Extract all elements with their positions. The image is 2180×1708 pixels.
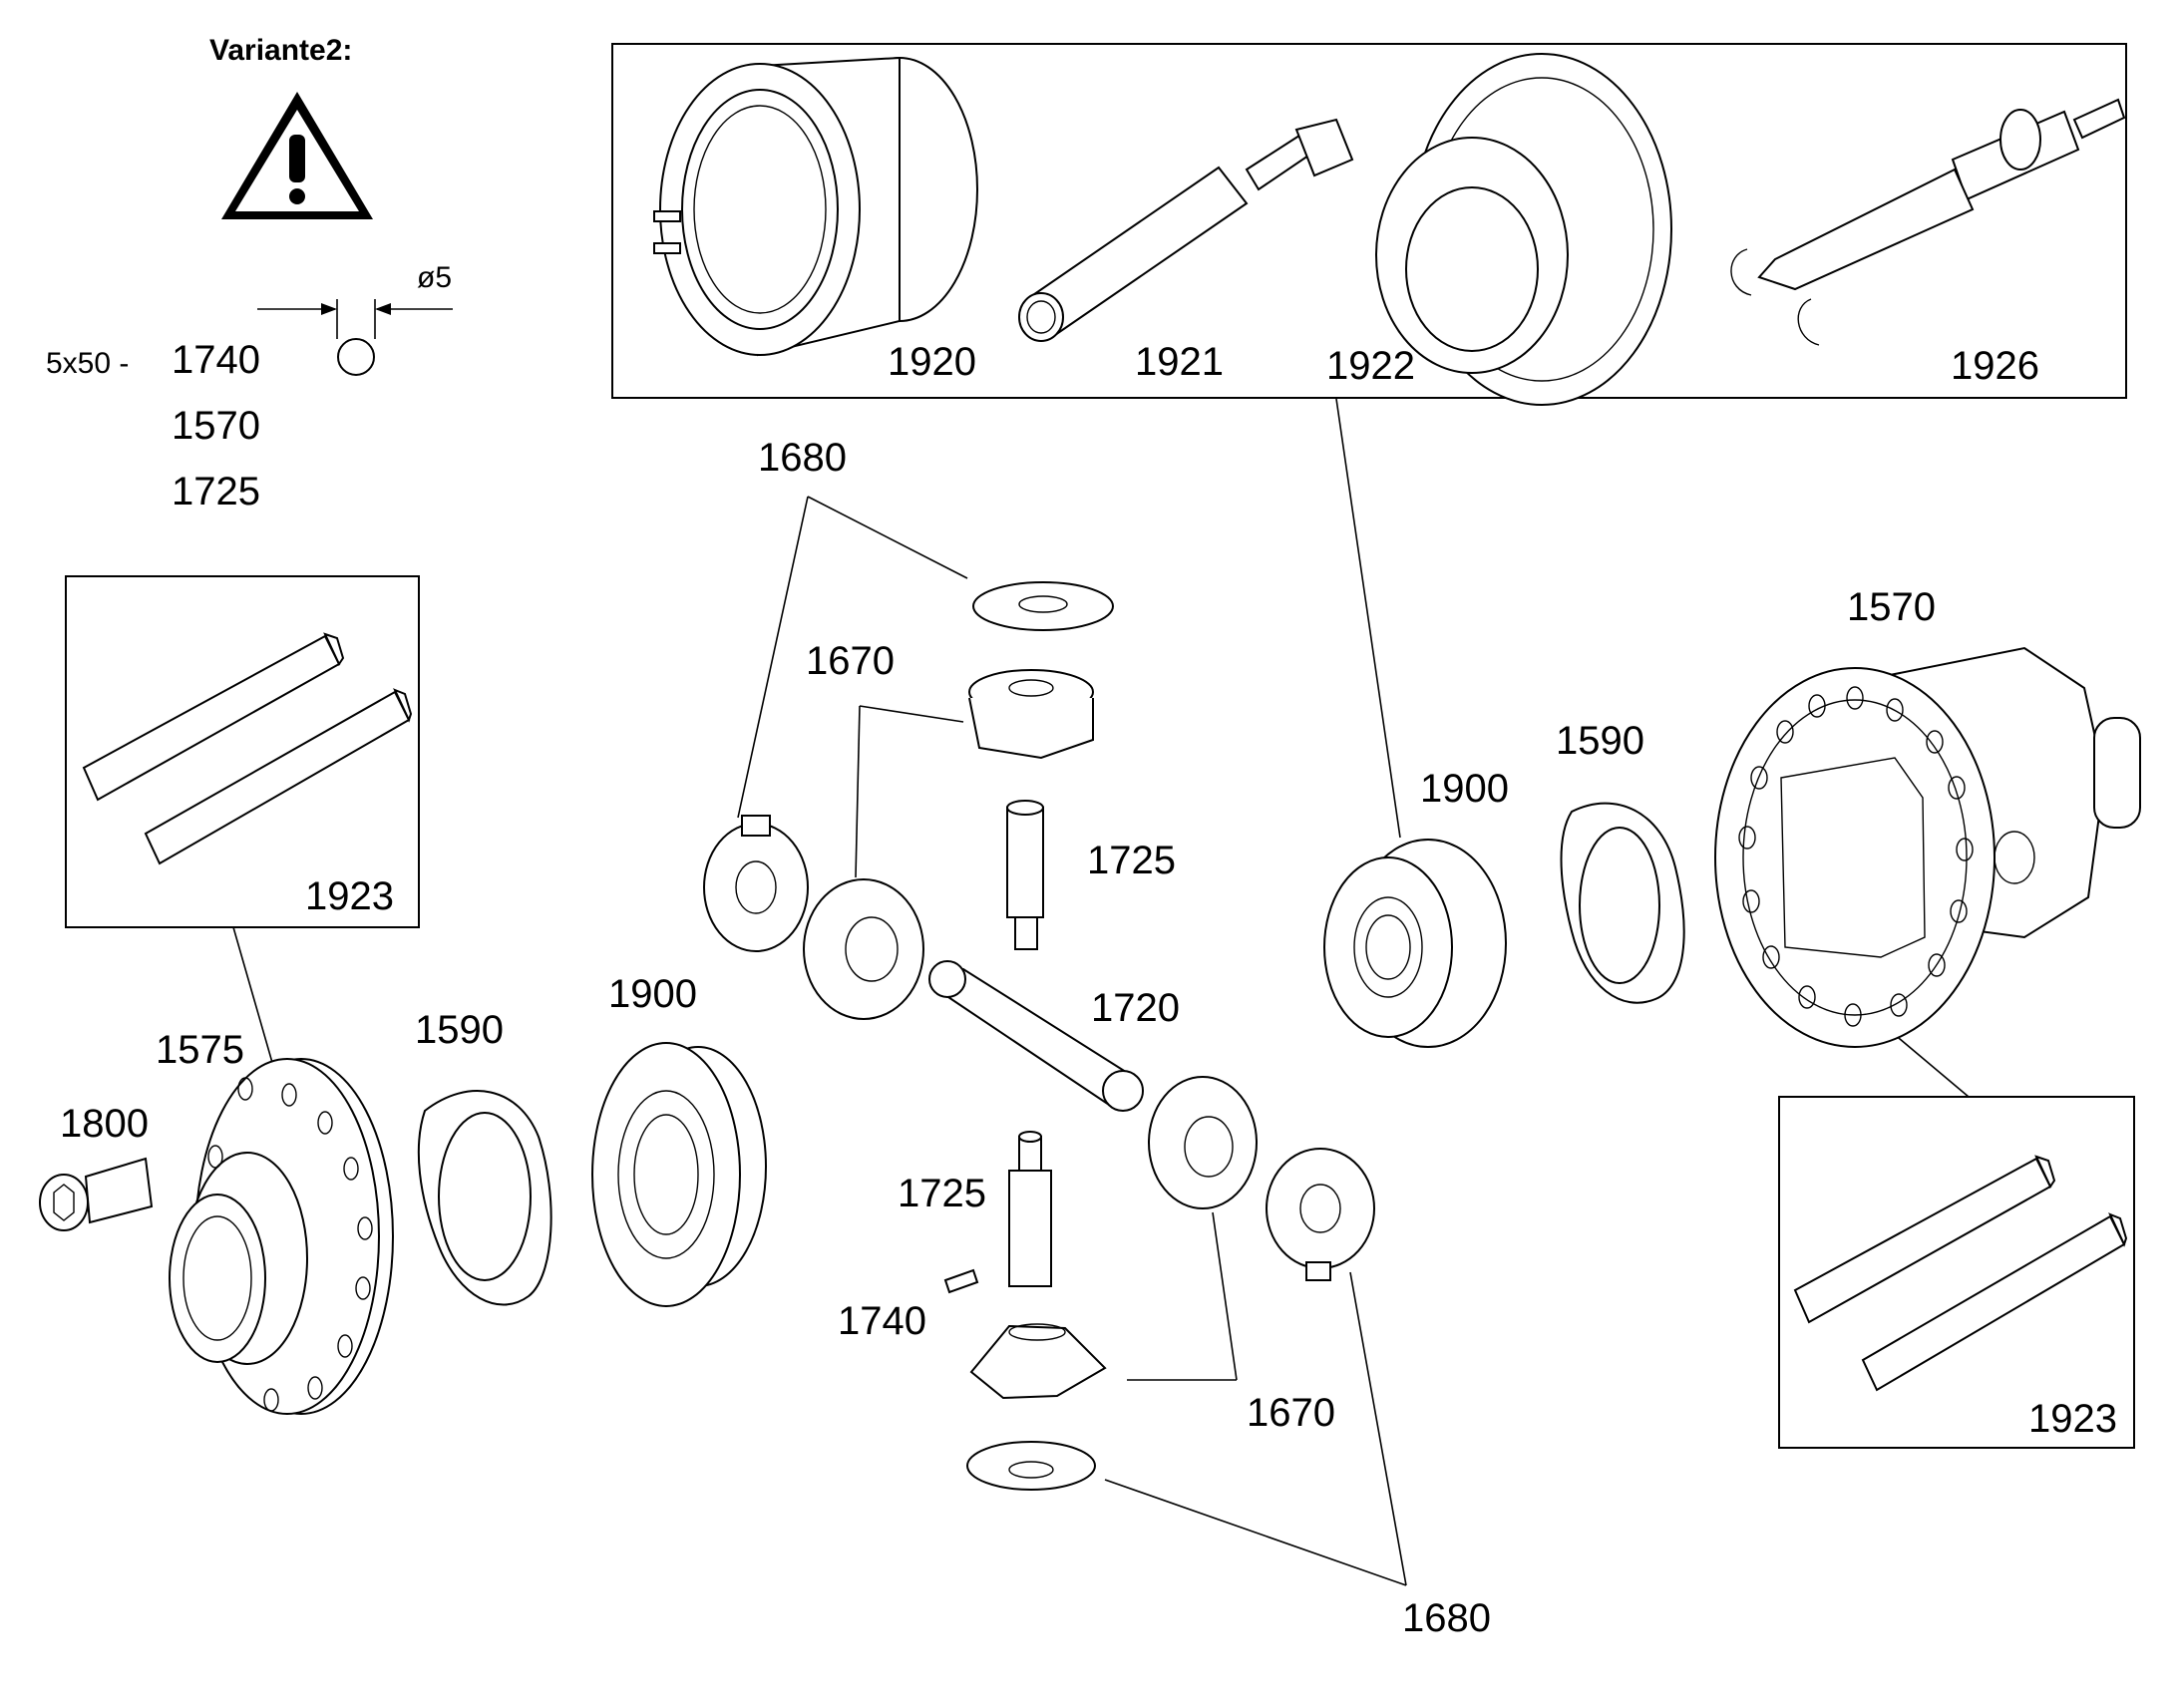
- part-1800-bolt: [39, 1157, 154, 1231]
- part-1725-pin-lower: [1008, 1131, 1052, 1287]
- box-1923-right: [1778, 1096, 2135, 1449]
- part-1740-pin: [943, 1268, 979, 1294]
- leader-1680-bottom-b: [1349, 1271, 1407, 1586]
- leader-1680-bottom-a: [1104, 1479, 1407, 1586]
- tools-box: [611, 43, 2127, 399]
- part-1680-washer-right: [1266, 1148, 1375, 1281]
- warning-icon: [221, 92, 373, 219]
- label-1923-right: 1923: [2028, 1397, 2117, 1441]
- part-1590-shim-left: [417, 1090, 552, 1306]
- label-1926: 1926: [1951, 344, 2039, 388]
- variant-part-1725: 1725: [172, 470, 260, 513]
- part-1923-studs-left: [82, 632, 413, 865]
- label-1921: 1921: [1135, 340, 1224, 384]
- label-1680-top: 1680: [758, 436, 847, 480]
- label-1900-left: 1900: [608, 972, 697, 1016]
- variant-part-1570: 1570: [172, 404, 260, 448]
- label-1590-left: 1590: [415, 1008, 504, 1052]
- label-1670-bottom: 1670: [1247, 1391, 1335, 1435]
- label-1720: 1720: [1091, 986, 1180, 1030]
- part-1922-cup: [1375, 53, 1672, 406]
- part-1900-left: [591, 1042, 767, 1307]
- part-1923-studs-right: [1793, 1155, 2128, 1392]
- pin-diameter-sketch: [257, 299, 453, 376]
- leader-1670-top-a: [859, 705, 964, 723]
- leader-1680-top-b: [737, 496, 809, 819]
- part-1920-sleeve: [653, 56, 978, 357]
- label-1900-right: 1900: [1420, 767, 1509, 811]
- variant-title: Variante2:: [209, 34, 352, 67]
- variant-part-1740: 1740: [172, 338, 260, 382]
- leader-1680-top-a: [807, 496, 968, 579]
- part-1926-puller: [1730, 98, 2126, 346]
- box-1923-left: [65, 575, 420, 928]
- diameter-label: ø5: [417, 261, 452, 294]
- label-1570: 1570: [1847, 585, 1936, 629]
- part-1670-gear-bottom: [969, 1323, 1107, 1400]
- label-1575: 1575: [156, 1028, 244, 1072]
- part-1670-gear-top: [968, 669, 1094, 760]
- leader-1922-1900: [1335, 398, 1401, 839]
- label-1923-left: 1923: [305, 874, 394, 918]
- label-1680-bottom: 1680: [1402, 1596, 1491, 1640]
- label-1922: 1922: [1326, 344, 1415, 388]
- part-1720-shaft: [928, 960, 1144, 1112]
- part-1725-pin-upper: [1006, 800, 1044, 950]
- part-1670-gear-left: [803, 878, 924, 1020]
- part-1680-washer-left: [703, 815, 809, 952]
- label-1725-lower: 1725: [898, 1172, 986, 1215]
- part-1921-rod: [1018, 118, 1354, 342]
- leader-1670-bottom-b: [1212, 1211, 1238, 1381]
- leader-1670-top-b: [855, 705, 861, 878]
- part-1590-shim-right: [1560, 802, 1685, 1004]
- label-1800: 1800: [60, 1102, 149, 1146]
- part-1575-flange: [169, 1058, 394, 1415]
- part-1670-gear-right: [1148, 1076, 1258, 1209]
- label-1670-top: 1670: [806, 639, 895, 683]
- part-1680-washer-bottom: [966, 1441, 1096, 1491]
- part-1570-housing: [1714, 646, 2141, 1048]
- label-1725-upper: 1725: [1087, 839, 1176, 882]
- pin-spec-label: 5x50 -: [46, 347, 129, 380]
- label-1590-right: 1590: [1556, 719, 1644, 763]
- part-1680-washer-top: [972, 581, 1114, 631]
- leader-1923-left: [232, 926, 280, 1088]
- label-1740: 1740: [838, 1299, 926, 1343]
- part-1900-right: [1323, 839, 1507, 1048]
- label-1920: 1920: [888, 340, 976, 384]
